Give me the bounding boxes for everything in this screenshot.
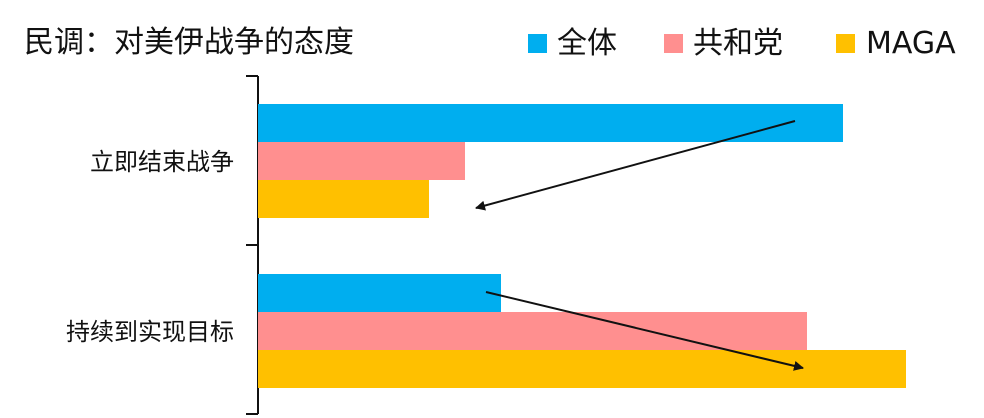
bar-maga-2 [258, 350, 906, 388]
bar-all-1 [258, 104, 843, 142]
legend-label-maga: MAGA [866, 26, 956, 61]
bar-republican-1 [258, 142, 465, 180]
legend-swatch-republican [664, 34, 683, 53]
bar-republican-2 [258, 312, 807, 350]
annotations [475, 120, 804, 371]
bar-maga-1 [258, 180, 429, 218]
bars [258, 104, 906, 388]
legend-label-all: 全体 [557, 26, 617, 61]
legend-label-republican: 共和党 [693, 26, 783, 61]
legend-swatch-maga [836, 34, 855, 53]
bar-all-2 [258, 274, 501, 312]
y-axis [246, 75, 259, 415]
annotation-arrow-decrease [475, 120, 796, 211]
legend-swatch-all [528, 34, 547, 53]
legend: 全体 共和党 MAGA [528, 26, 956, 61]
annotation-arrow-increase [485, 291, 804, 371]
category-label-continue-war: 持续到实现目标 [66, 318, 234, 346]
chart-title: 民调：对美伊战争的态度 [24, 25, 354, 60]
category-label-end-war: 立即结束战争 [90, 148, 234, 176]
